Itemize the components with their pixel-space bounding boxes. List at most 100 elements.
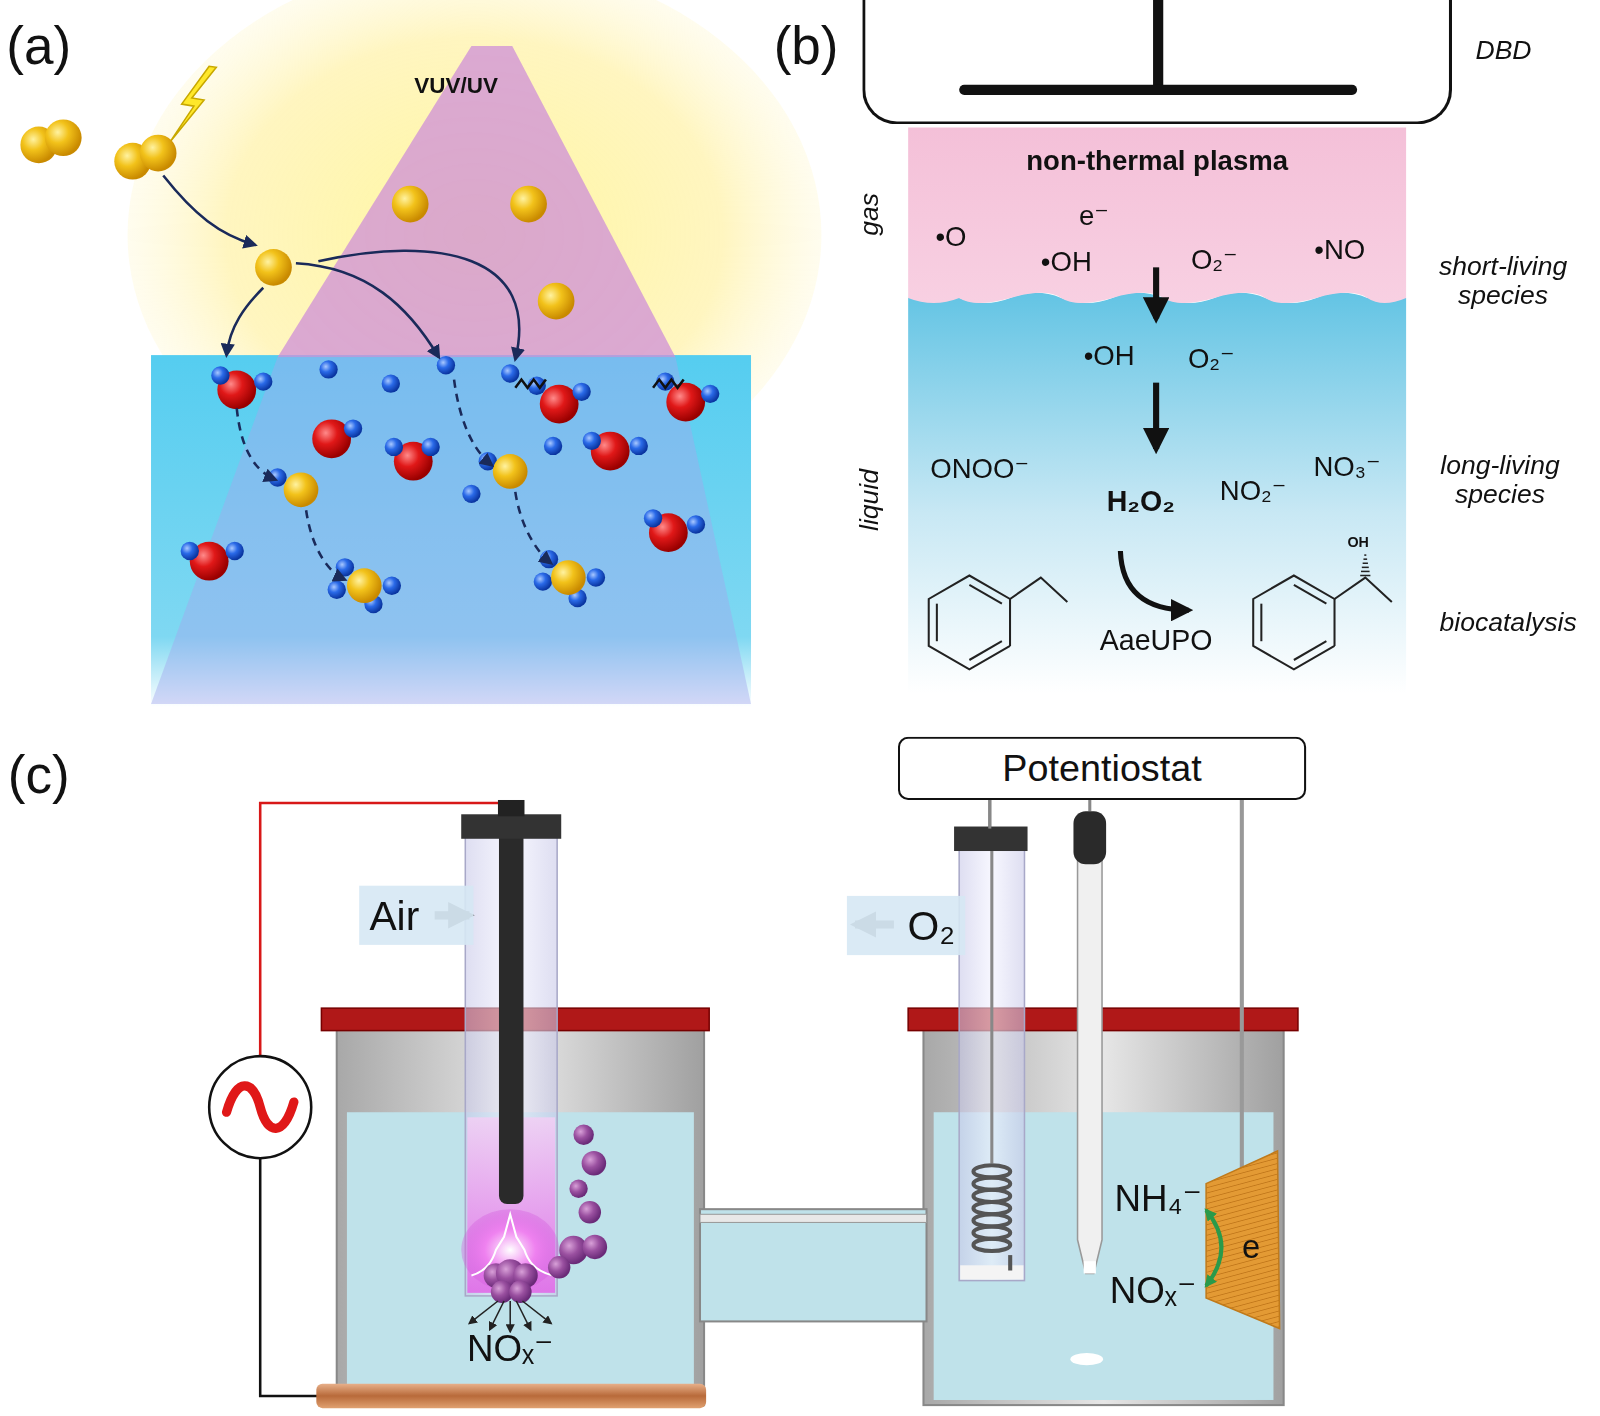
- flow-arrow: [1153, 267, 1159, 318]
- diffusion-arrow: [469, 1301, 498, 1323]
- diffusion-arrow: [490, 1301, 504, 1330]
- benzene-ring: [1253, 576, 1334, 670]
- carbon-brush: [1206, 1151, 1279, 1329]
- species-label: ONOO⁻: [930, 454, 1029, 484]
- potentiostat-box: Potentiostat: [898, 737, 1306, 800]
- enzyme-arrow: [1120, 551, 1188, 610]
- diffusion-arrow: [454, 380, 492, 466]
- counter-tube: [959, 847, 1024, 1281]
- hydrogen-atom: [421, 438, 439, 456]
- product-atom: [284, 472, 319, 507]
- gas-bubble: [579, 1201, 601, 1223]
- hydrogen-atom: [319, 360, 337, 378]
- species-label: liquid: [855, 469, 884, 531]
- stereo-wedge: [1363, 562, 1368, 564]
- species-label: e: [1242, 1229, 1260, 1265]
- gas-bubble: [509, 1281, 531, 1303]
- gas-bubble: [569, 1180, 587, 1198]
- wire: [1088, 799, 1091, 811]
- hydrogen-atom: [328, 581, 346, 599]
- species-label: e⁻: [1079, 201, 1109, 231]
- electron-transfer-arc: [1206, 1210, 1221, 1286]
- species-label: short-living species: [1414, 251, 1593, 309]
- hydrogen-atom: [544, 437, 562, 455]
- hydrogen-atom: [644, 509, 662, 527]
- node-text: non-thermal plasma: [1026, 145, 1288, 177]
- panel-c: [209, 799, 1298, 1408]
- reaction-arrows: [163, 176, 683, 580]
- node-text: Air: [369, 892, 419, 938]
- gas-bubble: [548, 1256, 570, 1278]
- water-body: [151, 355, 751, 707]
- species-label: O₂⁻: [1188, 344, 1235, 374]
- dbd-reactor: DBD: [862, 0, 1452, 124]
- diffusion-arrow: [522, 1301, 551, 1323]
- product-atom: [551, 560, 586, 595]
- electrode-cap: [461, 814, 561, 838]
- species-label: O₂⁻: [1191, 245, 1238, 275]
- flow-arrow: [1153, 383, 1159, 449]
- stereo-wedge: [1364, 554, 1366, 556]
- gas-atom: [45, 119, 82, 156]
- double-bond: [969, 585, 1002, 604]
- double-bond: [1294, 641, 1327, 660]
- reaction-arrow: [163, 176, 255, 245]
- hydrogen-atom: [587, 568, 605, 586]
- species-label: •OH: [1084, 342, 1135, 372]
- hydrogen-atom: [701, 385, 719, 403]
- stereo-wedge: [1361, 571, 1370, 573]
- ac-source: [209, 1056, 311, 1158]
- counter-wire: [1008, 1255, 1012, 1270]
- ethyl-chain: [1010, 578, 1067, 602]
- hv-electrode: [499, 816, 523, 1204]
- hydrogen-atom: [540, 550, 558, 568]
- species-label: •OH: [1041, 247, 1092, 277]
- species-label: •O: [935, 223, 966, 253]
- node-text: O₂: [908, 903, 956, 949]
- counter-wire: [990, 851, 993, 1163]
- panel-a: [20, 0, 821, 707]
- reference-tip: [1084, 1261, 1096, 1273]
- species-label: biocatalysis: [1440, 608, 1577, 637]
- hydrogen-atom: [687, 515, 705, 533]
- salt-bridge-channel: [700, 1214, 927, 1222]
- energy-squiggle: [653, 380, 684, 388]
- node-text: DBD: [1475, 35, 1531, 67]
- coil-turn: [973, 1239, 1010, 1251]
- panel-letter: (b): [774, 17, 839, 75]
- hydrogen-atom: [437, 356, 455, 374]
- liquid-phase: [908, 293, 1406, 694]
- gas-outlet-tag: O₂: [847, 896, 965, 955]
- oxygen-atom: [666, 383, 705, 422]
- gas-atom: [538, 283, 575, 320]
- uv-beam: [278, 46, 676, 357]
- species-label: NO₂⁻: [1220, 477, 1287, 507]
- species-label: AaeUPO: [1100, 625, 1213, 656]
- uv-beam-in-water: [151, 357, 751, 704]
- species-label: NO₃⁻: [1313, 452, 1380, 482]
- sine-symbol: [227, 1086, 294, 1128]
- hydrogen-atom: [336, 558, 354, 576]
- node-text: Potentiostat: [1002, 747, 1201, 790]
- reaction-arrow: [318, 251, 519, 359]
- species-label: long-living species: [1411, 450, 1590, 508]
- hydrogen-atom: [254, 372, 272, 390]
- hydrogen-atom: [268, 468, 286, 486]
- reaction-arrow: [296, 263, 439, 357]
- wire: [260, 1158, 318, 1396]
- energy-squiggle: [515, 380, 546, 388]
- gas-bubble: [582, 1151, 606, 1175]
- hydrogen-atom: [534, 572, 552, 590]
- gas-bubble: [583, 1235, 607, 1259]
- gas-inlet-tag: Air: [359, 886, 473, 945]
- hydrogen-atom: [572, 383, 590, 401]
- benzene-ring: [929, 576, 1010, 670]
- electrode-cap: [954, 827, 1027, 851]
- species-label: gas: [855, 193, 884, 236]
- plasma-glow: [461, 1209, 559, 1291]
- product-atom: [347, 568, 382, 603]
- double-bond: [1260, 604, 1262, 642]
- hydrogen-atom: [630, 437, 648, 455]
- species-label: •NO: [1314, 236, 1365, 266]
- hydrogen-atom: [501, 364, 519, 382]
